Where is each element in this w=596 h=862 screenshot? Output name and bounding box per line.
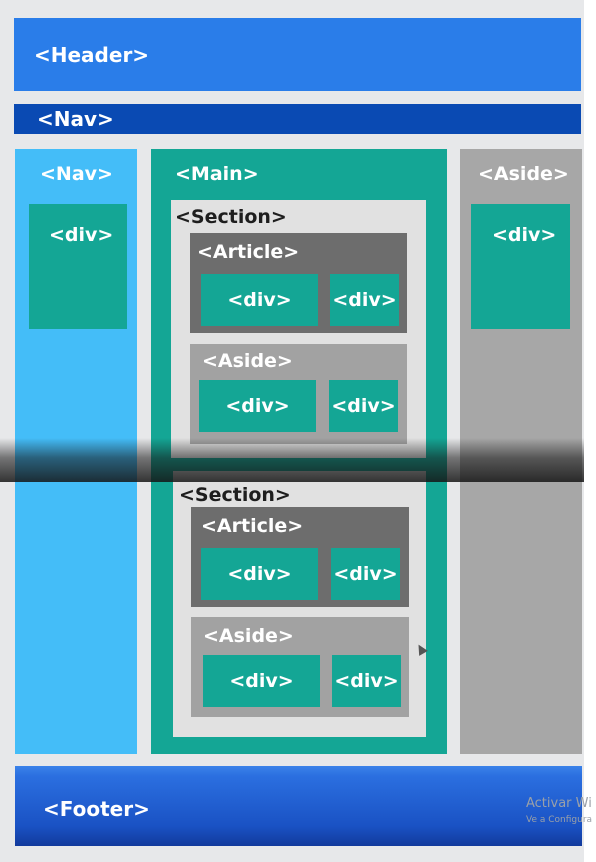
- aside-div-label-1b: <div>: [331, 395, 396, 417]
- article-div-label-1b: <div>: [332, 289, 397, 311]
- article-div-label-1a: <div>: [227, 289, 292, 311]
- article-div-2b: <div>: [331, 548, 400, 600]
- aside-div-2b: <div>: [332, 655, 401, 707]
- article-div-label-2b: <div>: [333, 563, 398, 585]
- aside-div-label-1a: <div>: [225, 395, 290, 417]
- article-div-1a: <div>: [201, 274, 318, 326]
- article-div-1b: <div>: [330, 274, 399, 326]
- aside-div-label-2b: <div>: [334, 670, 399, 692]
- footer-block: <Footer>: [15, 766, 582, 846]
- section-block-2: <Section> <Article> <div> <div> <Aside> …: [173, 471, 426, 737]
- article-block-2: <Article> <div> <div>: [191, 507, 409, 607]
- activation-watermark-sub: Ve a Configura: [526, 815, 593, 825]
- header-label: <Header>: [34, 43, 150, 67]
- footer-label: <Footer>: [43, 797, 150, 821]
- aside-div-1a: <div>: [199, 380, 316, 432]
- aside-div-2a: <div>: [203, 655, 320, 707]
- aside-div-1b: <div>: [329, 380, 398, 432]
- article-div-label-2a: <div>: [227, 563, 292, 585]
- aside-side-div-label: <div>: [492, 224, 557, 246]
- inner-aside-label-2: <Aside>: [203, 625, 294, 647]
- aside-side-div: <div>: [471, 204, 570, 329]
- aside-side-label: <Aside>: [478, 163, 569, 185]
- inner-aside-block-1: <Aside> <div> <div>: [190, 344, 407, 444]
- article-label-2: <Article>: [201, 515, 304, 537]
- activation-watermark: Activar Wi: [526, 796, 592, 811]
- section-label-2: <Section>: [179, 484, 291, 506]
- nav-side-div-label: <div>: [49, 224, 114, 246]
- aside-div-label-2a: <div>: [229, 670, 294, 692]
- header-block: <Header>: [14, 18, 581, 91]
- nav-top-label: <Nav>: [37, 107, 114, 131]
- dark-overlay-band: [0, 438, 584, 482]
- article-label-1: <Article>: [197, 241, 300, 263]
- inner-aside-block-2: <Aside> <div> <div>: [191, 617, 409, 717]
- nav-side-label: <Nav>: [40, 163, 113, 185]
- nav-top-block: <Nav>: [14, 104, 581, 134]
- article-block-1: <Article> <div> <div>: [190, 233, 407, 333]
- article-div-2a: <div>: [201, 548, 318, 600]
- nav-side-div: <div>: [29, 204, 127, 329]
- inner-aside-label-1: <Aside>: [202, 350, 293, 372]
- section-block-1: <Section> <Article> <div> <div> <Aside> …: [171, 200, 426, 458]
- main-label: <Main>: [175, 163, 259, 185]
- section-label-1: <Section>: [175, 206, 287, 228]
